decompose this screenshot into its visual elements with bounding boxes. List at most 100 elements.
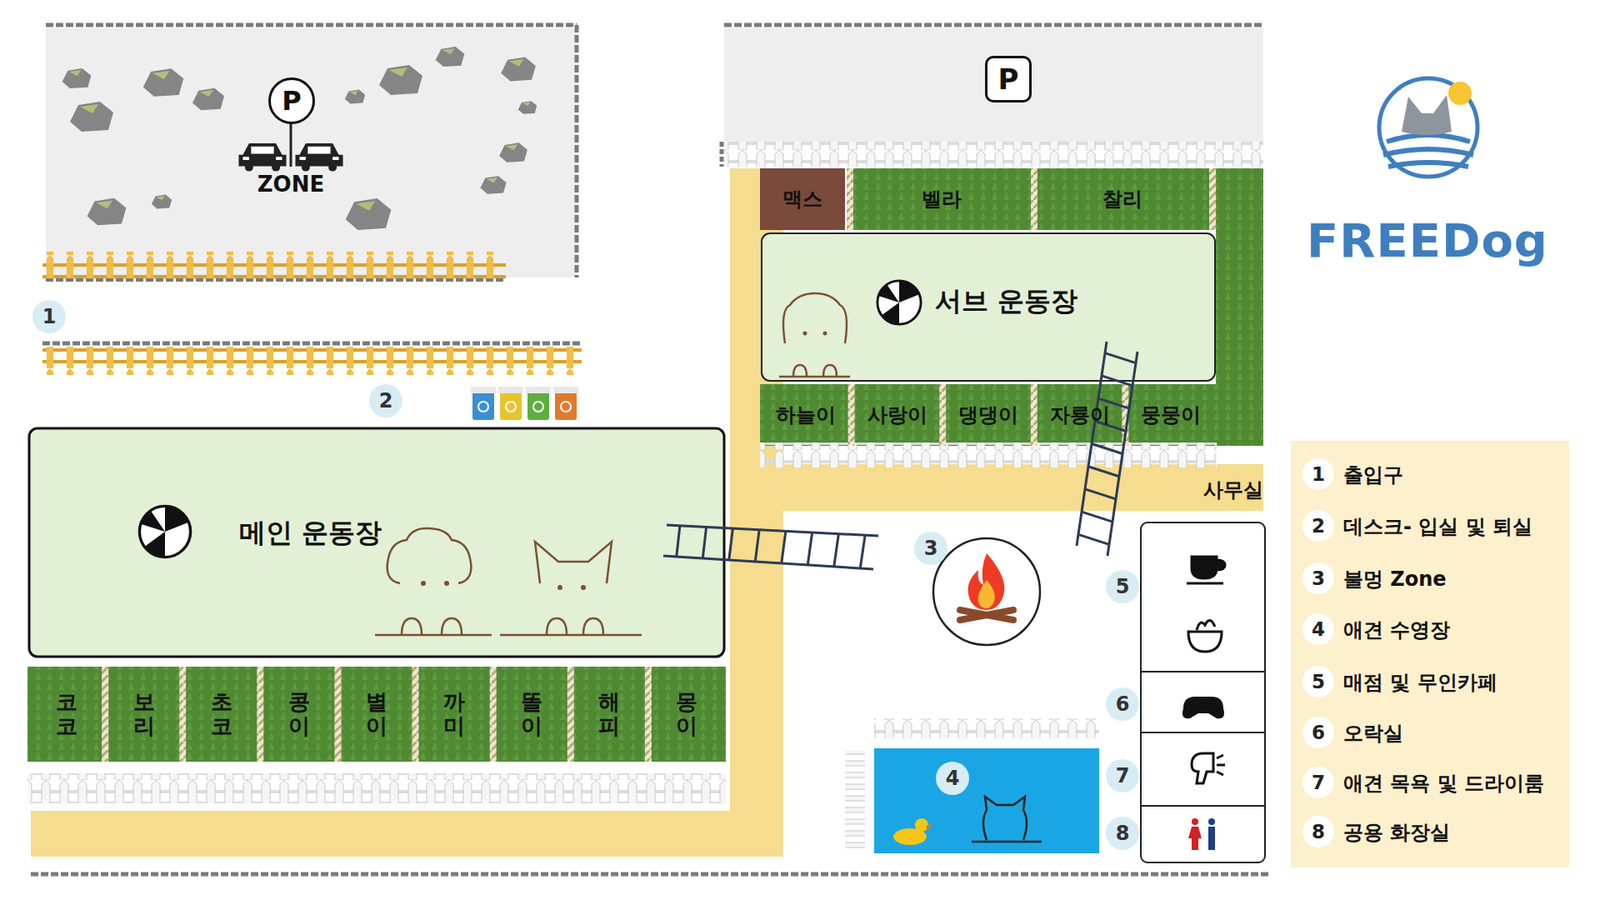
- legend-text: 데스크- 입실 및 퇴실: [1343, 513, 1533, 540]
- decor-stroke: [101, 666, 109, 762]
- node-text: 벨라: [921, 185, 962, 213]
- decor-stroke: [490, 666, 497, 762]
- callout-number: 3: [914, 531, 948, 565]
- decor-stroke: [1105, 353, 1136, 364]
- callout-number: 2: [369, 384, 403, 418]
- decor-stroke: [1091, 444, 1123, 455]
- node-text: 초코: [210, 690, 233, 738]
- decor-stroke: [729, 528, 734, 560]
- decor-stroke: [645, 666, 652, 762]
- node-text: 맥스: [782, 185, 823, 213]
- dog-kennel: 코코: [31, 668, 101, 760]
- facility-building: [1140, 522, 1265, 863]
- legend-text: 매점 및 무인카페: [1343, 669, 1498, 696]
- logo-text: FREEDog: [1290, 213, 1565, 268]
- decor-stroke: [256, 666, 264, 762]
- node-text: 사랑이: [867, 401, 928, 429]
- legend-panel: [1290, 440, 1570, 868]
- boundary-line: [30, 872, 1270, 877]
- dog-kennel: 몽이: [652, 668, 722, 760]
- decor-stroke: [781, 530, 786, 564]
- dog-kennel: 콩이: [264, 668, 334, 760]
- node-text: 서브 운동장: [935, 283, 1078, 320]
- node-text: 메인 운동장: [239, 515, 382, 552]
- node-text: 몽이: [675, 690, 698, 738]
- node-text: 하늘이: [775, 401, 836, 429]
- node-text: 보리: [133, 690, 155, 738]
- decor-stroke: [860, 535, 865, 569]
- node-text: 코코: [55, 690, 78, 738]
- legend-text: 불멍 Zone: [1343, 565, 1447, 593]
- parking-area: [42, 25, 577, 280]
- ladder: [663, 341, 1138, 570]
- decor-stroke: [1085, 489, 1116, 500]
- dog-kennel: 자룡이: [1037, 385, 1123, 445]
- legend-number: 3: [1302, 562, 1335, 595]
- node-text: 까미: [443, 690, 465, 738]
- decor-stroke: [702, 526, 706, 559]
- decor-stroke: [848, 384, 855, 446]
- logo-mark: [1379, 78, 1478, 177]
- dog-kennel: 찰리: [1035, 168, 1210, 230]
- legend-number: 2: [1302, 510, 1335, 542]
- legend-number: 1: [1302, 458, 1335, 490]
- legend-number: 8: [1302, 815, 1335, 848]
- playground-field: 메인 운동장: [29, 428, 725, 657]
- legend-text: 애견 목욕 및 드라이룸: [1343, 770, 1545, 797]
- parking-zone: P ZONE: [45, 28, 577, 265]
- dog-kennel: 댕댕이: [945, 385, 1031, 445]
- decor-stroke: [1088, 466, 1120, 477]
- legend-number: 4: [1302, 613, 1335, 645]
- callout-number: 7: [1105, 759, 1140, 793]
- node-text: 별이: [365, 690, 388, 738]
- node-text: 콩이: [288, 690, 310, 738]
- callout-number: 4: [935, 761, 970, 795]
- decor-stroke: [412, 666, 420, 762]
- decor-stroke: [334, 666, 341, 762]
- decor-stroke: [1081, 511, 1113, 522]
- decor-stroke: [1101, 375, 1133, 386]
- decor-stroke: [179, 666, 186, 762]
- dog-kennel: 해피: [575, 668, 645, 760]
- main-playground: [27, 428, 726, 804]
- decor-stroke: [834, 534, 840, 567]
- legend-text: 오락실: [1343, 720, 1404, 747]
- legend-number: 7: [1302, 766, 1335, 799]
- sub-playground: [760, 168, 1264, 468]
- decor-stroke: [755, 530, 760, 562]
- node-text: 댕댕이: [958, 401, 1019, 429]
- decor-stroke: [807, 532, 812, 565]
- decor-stroke: [1078, 534, 1110, 545]
- node-text: ZONE: [224, 171, 358, 197]
- node-text: P: [985, 55, 1032, 103]
- legend-text: 공용 화장실: [1343, 819, 1450, 846]
- playground-field: 서브 운동장: [761, 233, 1215, 381]
- node-text: 해피: [598, 690, 620, 738]
- parking-area: [721, 25, 1264, 167]
- dog-kennel: 초코: [186, 668, 256, 760]
- node-text: P: [268, 77, 315, 125]
- decor-stroke: [939, 384, 946, 446]
- dog-kennel: 사랑이: [855, 385, 940, 445]
- dog-kennel: 맥스: [760, 168, 845, 230]
- dog-kennel: 보리: [109, 668, 179, 760]
- dog-kennel: 까미: [420, 668, 490, 760]
- node-text: 똘이: [520, 690, 543, 738]
- dog-kennel: 하늘이: [763, 385, 849, 445]
- decor-stroke: [1030, 384, 1038, 446]
- decor-stroke: [676, 525, 680, 557]
- legend-number: 6: [1302, 716, 1335, 749]
- node-text: 자룡이: [1050, 401, 1110, 429]
- legend-number: 5: [1302, 665, 1335, 698]
- decor-stroke: [567, 666, 575, 762]
- callout-number: 6: [1105, 687, 1140, 721]
- dog-kennel: 별이: [341, 668, 411, 760]
- dog-pool: [845, 718, 1100, 854]
- dog-kennel: 똘이: [497, 668, 567, 760]
- legend-text: 애견 수영장: [1343, 616, 1450, 644]
- parking-zone: P: [724, 28, 1264, 143]
- office-label: 사무실: [1183, 476, 1264, 504]
- callout-number: 5: [1105, 570, 1140, 604]
